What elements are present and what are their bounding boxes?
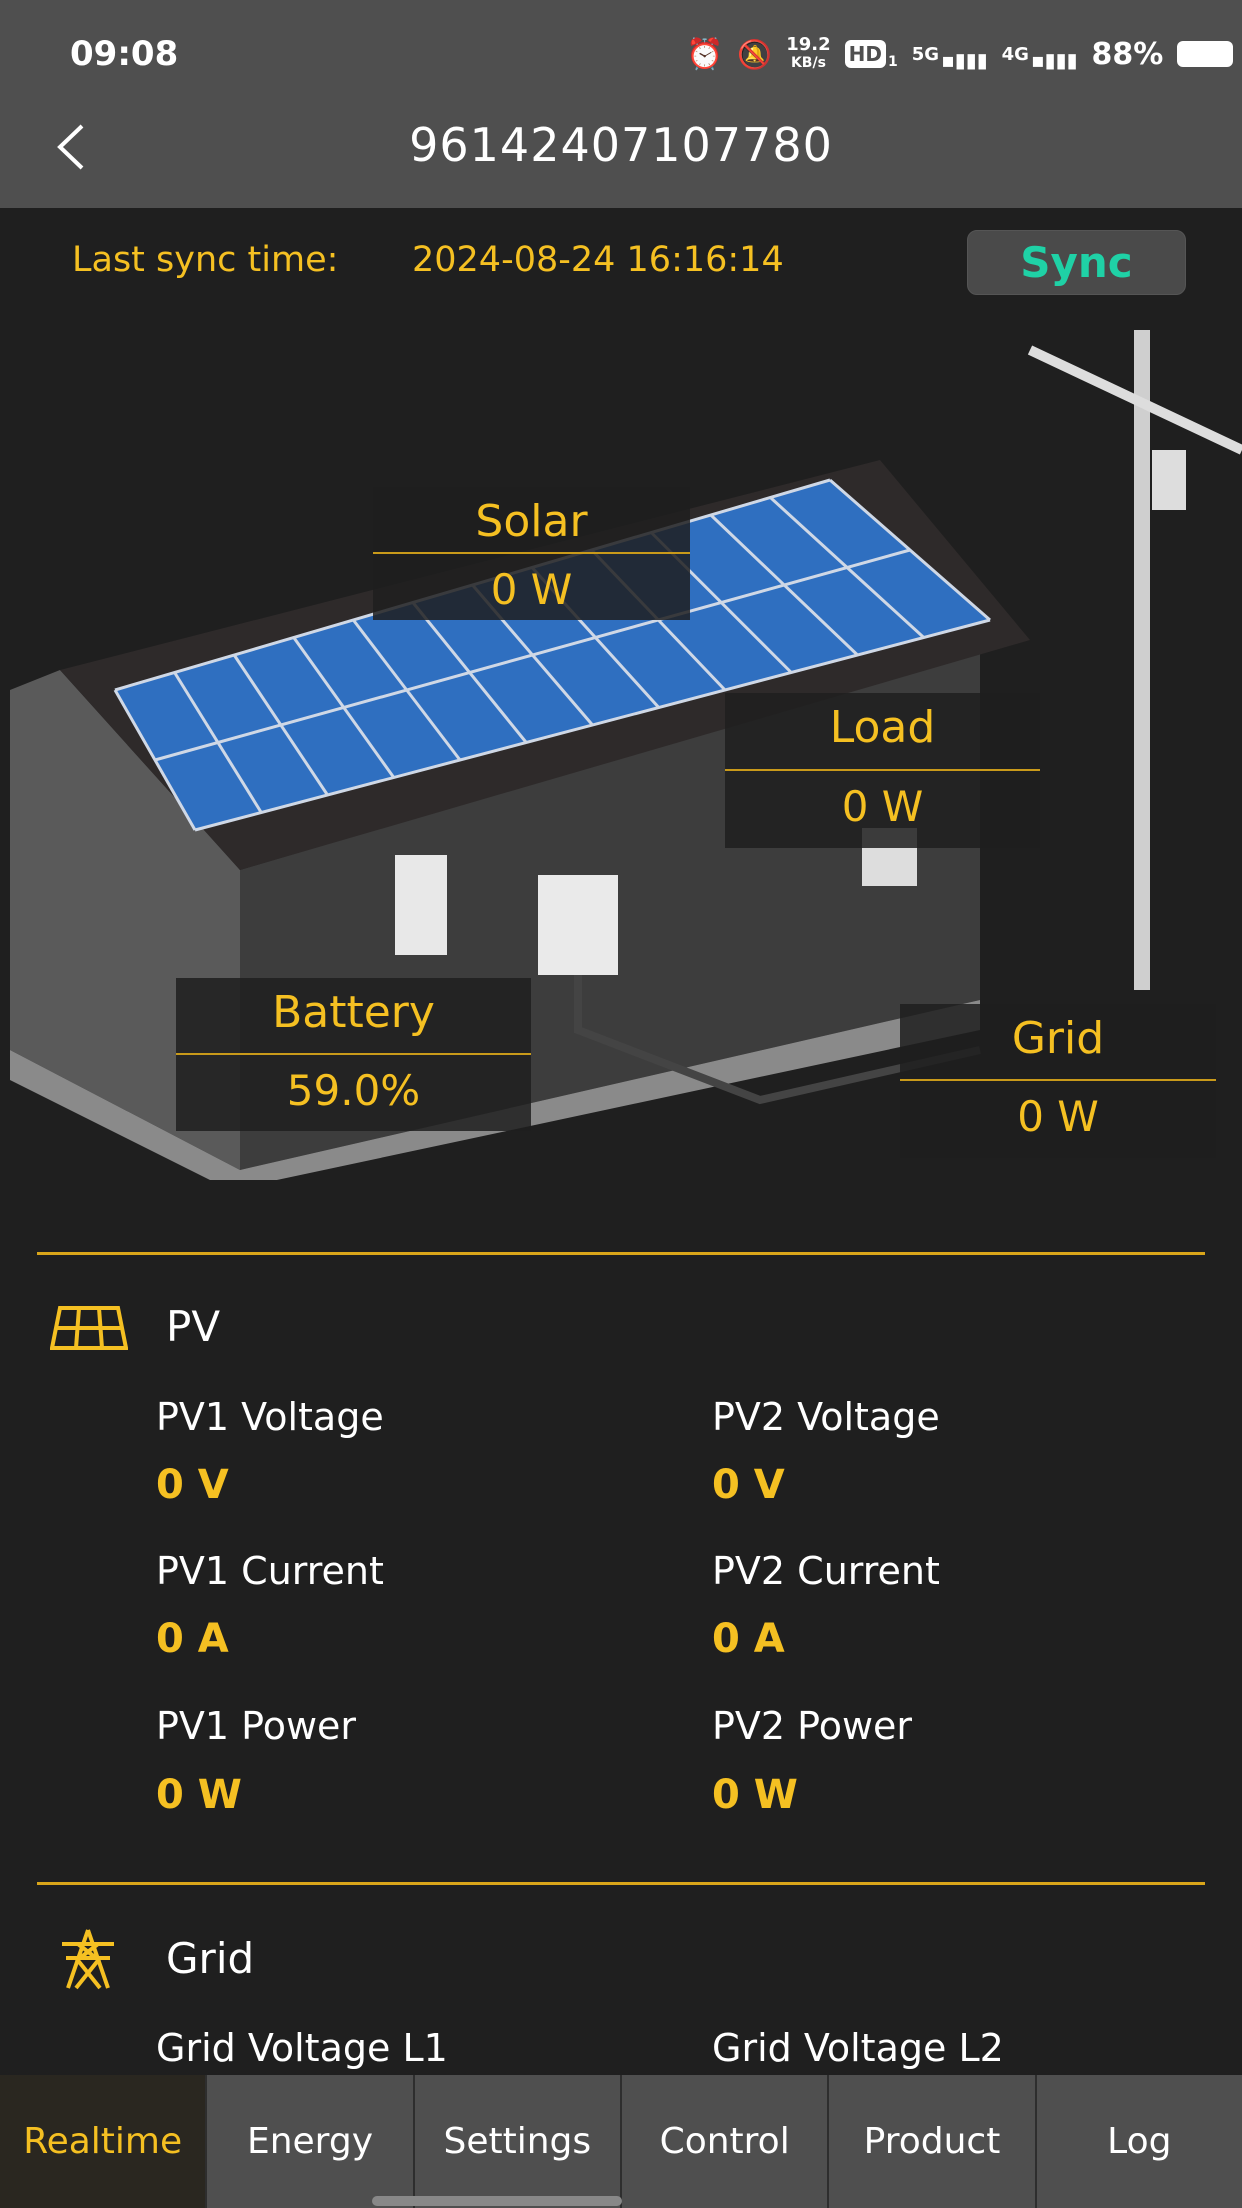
load-label: Load bbox=[725, 693, 1040, 771]
signal-4g-icon: 4G bbox=[1001, 43, 1029, 65]
battery-icon bbox=[1177, 41, 1234, 67]
grid-label: Grid bbox=[900, 1004, 1216, 1081]
tab-settings[interactable]: Settings bbox=[412, 2075, 620, 2208]
top-bar bbox=[0, 0, 1242, 208]
signal-5g-icon: 5G bbox=[911, 43, 940, 65]
pv2-power-value: 0 W bbox=[712, 1772, 798, 1818]
load-value: 0 W bbox=[841, 781, 924, 831]
grid-card: Grid 0 W bbox=[900, 1004, 1216, 1158]
pv2-current-value: 0 A bbox=[712, 1616, 785, 1662]
pv2-voltage-value: 0 V bbox=[712, 1462, 785, 1508]
pv1-current-label: PV1 Current bbox=[156, 1549, 384, 1593]
bell-off-icon: 🔕 bbox=[737, 37, 773, 71]
pv2-power-label: PV2 Power bbox=[712, 1704, 913, 1748]
tab-control[interactable]: Control bbox=[619, 2075, 828, 2208]
grid-voltage-l2-label: Grid Voltage L2 bbox=[712, 2026, 1004, 2070]
status-time: 09:08 bbox=[70, 34, 179, 74]
utility-pole-icon bbox=[1134, 330, 1150, 990]
tab-realtime[interactable]: Realtime bbox=[0, 2075, 206, 2208]
pv2-voltage-label: PV2 Voltage bbox=[712, 1395, 940, 1439]
sim-number: 1 bbox=[888, 54, 898, 70]
inverter-icon bbox=[538, 875, 618, 975]
battery-label: Battery bbox=[176, 978, 531, 1055]
battery-unit-icon bbox=[395, 855, 447, 955]
sync-button[interactable]: Sync bbox=[967, 230, 1186, 295]
divider bbox=[37, 1252, 1205, 1255]
pv-section-title: PV bbox=[166, 1302, 221, 1351]
tab-product[interactable]: Product bbox=[827, 2075, 1035, 2208]
net-unit: KB/s bbox=[790, 55, 826, 71]
pv1-voltage-value: 0 V bbox=[156, 1462, 229, 1508]
home-indicator[interactable] bbox=[372, 2196, 622, 2206]
battery-value: 59.0% bbox=[286, 1065, 421, 1115]
transmission-tower-icon bbox=[62, 1929, 114, 1990]
solar-panel-icon bbox=[50, 1306, 128, 1350]
pv1-power-value: 0 W bbox=[156, 1772, 242, 1818]
hd-icon: HD bbox=[844, 40, 886, 68]
pv1-power-label: PV1 Power bbox=[156, 1704, 357, 1748]
battery-card: Battery 59.0% bbox=[176, 978, 531, 1131]
grid-voltage-l1-label: Grid Voltage L1 bbox=[156, 2026, 448, 2070]
load-card: Load 0 W bbox=[725, 693, 1040, 848]
bottom-nav: Realtime Energy Settings Control Product… bbox=[0, 2075, 1242, 2208]
net-speed: 19.2 bbox=[786, 34, 831, 55]
grid-section-title: Grid bbox=[166, 1934, 255, 1983]
pv1-voltage-label: PV1 Voltage bbox=[156, 1395, 384, 1439]
page-title: 96142407107780 bbox=[409, 118, 833, 172]
alarm-icon: ⏰ bbox=[686, 36, 724, 72]
tab-energy[interactable]: Energy bbox=[205, 2075, 413, 2208]
solar-label: Solar bbox=[373, 487, 690, 554]
divider bbox=[37, 1882, 1205, 1885]
pv1-current-value: 0 A bbox=[156, 1616, 229, 1662]
back-arrow-icon[interactable] bbox=[52, 122, 92, 172]
pv2-current-label: PV2 Current bbox=[712, 1549, 940, 1593]
last-sync-time: 2024-08-24 16:16:14 bbox=[412, 240, 784, 280]
solar-value: 0 W bbox=[490, 564, 573, 614]
solar-card: Solar 0 W bbox=[373, 487, 690, 620]
tab-log[interactable]: Log bbox=[1034, 2075, 1242, 2208]
grid-value: 0 W bbox=[1017, 1092, 1099, 1141]
last-sync-label: Last sync time: bbox=[72, 240, 339, 280]
battery-percent: 88% bbox=[1091, 36, 1164, 72]
